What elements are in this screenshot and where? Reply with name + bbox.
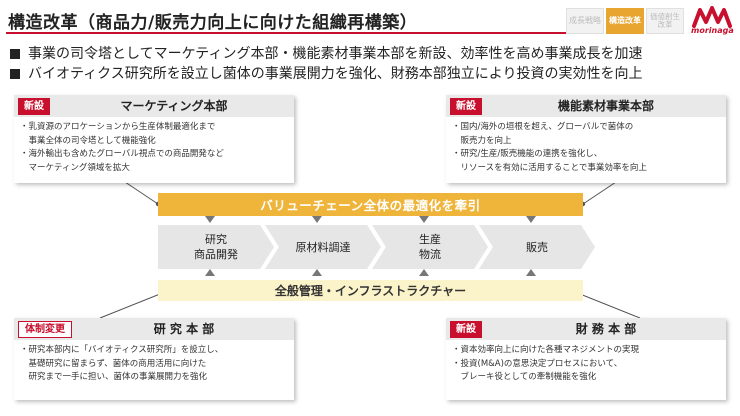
infrastructure-banner: 全般管理・インフラストラクチャー <box>158 280 583 301</box>
bullet-item: 事業の司令塔としてマーケティング本部・機能素材事業本部を新設、効率性を高め事業成… <box>10 44 642 64</box>
new-badge: 新設 <box>450 98 482 115</box>
step-sales: 販売 <box>479 225 595 269</box>
tab-value-creation-reform[interactable]: 価値創生改革 <box>646 8 684 34</box>
arrow-up-icon <box>526 269 536 276</box>
square-bullet-icon <box>10 69 20 79</box>
value-chain-banner: バリューチェーン全体の最適化を牽引 <box>158 193 583 216</box>
card-research: 体制変更 研 究 本 部 ・研究本部内に「バイオティクス研究所」を設立し、 基礎… <box>14 318 294 400</box>
card-body: ・研究本部内に「バイオティクス研究所」を設立し、 基礎研究に留まらず、菌体の商用… <box>20 345 224 382</box>
card-body: ・資本効率向上に向けた各種マネジメントの実現 ・投資(M&A)の意思決定プロセス… <box>452 345 640 382</box>
page-title: 構造改革（商品力/販売力向上に向けた組織再構築） <box>8 13 418 33</box>
tab-structural-reform[interactable]: 構造改革 <box>606 8 644 34</box>
logo-text: morinaga <box>691 26 734 35</box>
step-research: 研究商品開発 <box>158 225 274 269</box>
card-title: 研 究 本 部 <box>153 322 215 336</box>
arrow-down-icon <box>419 216 429 223</box>
card-body: ・乳資源のアロケーションから生産体制最適化まで 事業全体の司令塔として機能強化 … <box>20 122 224 173</box>
card-title: マーケティング本部 <box>120 99 228 113</box>
card-header <box>446 318 726 340</box>
restructure-badge: 体制変更 <box>18 321 72 338</box>
morinaga-logo-icon <box>692 6 732 28</box>
square-bullet-icon <box>10 49 20 59</box>
arrow-up-icon <box>419 269 429 276</box>
card-marketing: 新設 マーケティング本部 ・乳資源のアロケーションから生産体制最適化まで 事業全… <box>14 95 294 183</box>
arrow-down-icon <box>312 216 322 223</box>
card-header <box>14 95 294 117</box>
new-badge: 新設 <box>450 321 482 338</box>
summary-bullets: 事業の司令塔としてマーケティング本部・機能素材事業本部を新設、効率性を高め事業成… <box>10 44 642 84</box>
title-underline <box>6 32 566 34</box>
arrow-up-icon <box>205 269 215 276</box>
arrow-down-icon <box>526 216 536 223</box>
card-header <box>446 95 726 117</box>
card-functional-materials: 新設 機能素材事業本部 ・国内/海外の垣根を超え、グローバルで菌体の 販売力を向… <box>446 95 726 183</box>
arrow-down-icon <box>205 216 215 223</box>
header: 構造改革（商品力/販売力向上に向けた組織再構築） 成長戦略 構造改革 価値創生改… <box>0 0 740 40</box>
arrow-up-icon <box>312 269 322 276</box>
card-finance: 新設 財 務 本 部 ・資本効率向上に向けた各種マネジメントの実現 ・投資(M&… <box>446 318 726 400</box>
card-body: ・国内/海外の垣根を超え、グローバルで菌体の 販売力を向上 ・研究/生産/販売機… <box>452 122 647 173</box>
card-title: 財 務 本 部 <box>575 322 637 336</box>
step-production: 生産物流 <box>372 225 488 269</box>
step-procurement: 原材料調達 <box>265 225 381 269</box>
new-badge: 新設 <box>18 98 50 115</box>
card-title: 機能素材事業本部 <box>557 99 654 113</box>
bullet-item: バイオティクス研究所を設立し菌体の事業展開力を強化、財務本部独立により投資の実効… <box>10 64 642 84</box>
tab-growth-strategy[interactable]: 成長戦略 <box>566 8 604 34</box>
card-header <box>14 318 294 340</box>
